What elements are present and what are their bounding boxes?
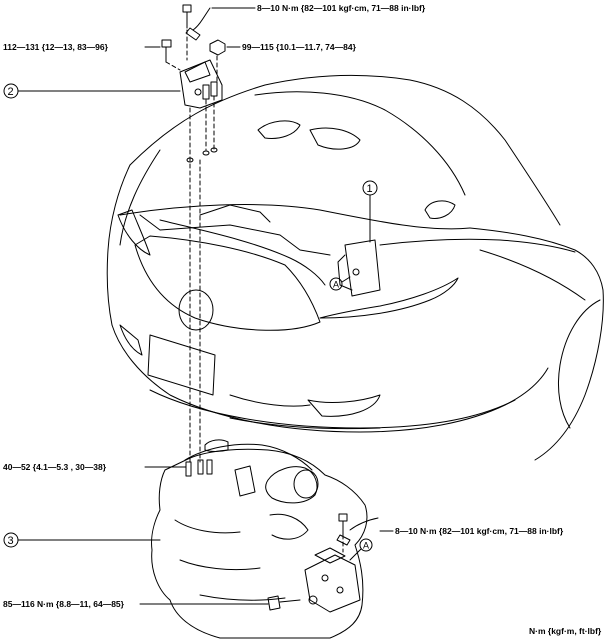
upper-right-nut: [209, 39, 241, 56]
license-plate: [147, 334, 216, 396]
lower-bracket-hole-2: [336, 586, 344, 594]
transaxle-outline: [151, 448, 368, 639]
left-headlight: [117, 209, 151, 256]
lower-right-bolt-head-icon: [338, 513, 348, 522]
engine-bay-panel: [199, 204, 271, 223]
shaft-end: [293, 469, 319, 499]
torque-label-upper-right-nut: 99—115 {10.1—11.7, 74—84}: [242, 42, 356, 52]
lower-right-bolt-assembly: [336, 513, 394, 553]
upper-left-bolt: [144, 39, 172, 63]
lower-ground-strap-icon: [349, 517, 379, 531]
torque-label-upper-left-bolt: 112—131 {12—13, 83—96}: [3, 42, 108, 52]
callout-1-number: 1: [367, 183, 373, 195]
lower-bracket-hole-1: [321, 574, 329, 582]
mount-no2-hole: [194, 88, 202, 96]
emblem: [178, 289, 214, 331]
mount-hole-3: [210, 147, 218, 153]
hood-inner-edge: [254, 91, 466, 196]
mount-no2-stud-2: [210, 81, 218, 97]
top-stud-3-icon: [206, 459, 213, 475]
align-left-bolt: [165, 61, 181, 71]
mount-no2-body: [179, 59, 223, 109]
grille: [134, 235, 321, 331]
leader-ref-a-vehicle: [341, 276, 351, 283]
top-stud-1-icon: [185, 461, 192, 477]
torque-unit-note: N·m {kgf·m, ft·lbf}: [529, 626, 602, 636]
mount-no2-stud-1: [202, 84, 210, 100]
strut-tower-left: [257, 120, 301, 139]
case-detail: [269, 513, 309, 540]
callout-2-circle: [3, 83, 19, 99]
shift-cable-bracket: [234, 465, 256, 497]
top-bolt-head-icon: [182, 4, 192, 13]
mount-no1-bolt: [352, 268, 360, 276]
transaxle-mount-bracket: A: [304, 538, 373, 613]
right-fender: [469, 227, 604, 461]
callout-3-circle: [3, 532, 19, 548]
case-rib-2: [179, 559, 261, 571]
lower-bracket-body: [304, 554, 361, 613]
mount-hole-2: [202, 150, 210, 156]
engine-mount-no2: 2: [3, 59, 223, 109]
reference-a-engine: A: [363, 541, 369, 551]
lower-left-bolt-assembly: [139, 595, 301, 611]
callout-3-number: 3: [8, 535, 14, 547]
input-shaft-housing: [265, 466, 318, 504]
right-body-line: [479, 249, 586, 301]
right-headlight: [319, 277, 459, 319]
ground-terminal-icon: [185, 27, 201, 41]
transaxle-top: [184, 443, 313, 471]
hood-front-edge: [119, 204, 471, 230]
torque-label-engine-studs: 40—52 {4.1—5.3 , 30—38}: [3, 462, 107, 472]
mount-hole-1: [186, 157, 194, 163]
mount-no1-bracket: [337, 254, 353, 291]
transaxle-assembly: 3: [3, 439, 368, 639]
torque-label-lower-left-bolt: 85—116 N·m {8.8—11, 64—85}: [3, 599, 124, 609]
upper-left-bolt-head-icon: [161, 39, 172, 48]
left-fender: [106, 164, 131, 326]
lower-left-bolt-head-icon: [267, 595, 281, 611]
right-wheel-arch: [557, 299, 601, 429]
alignment-lines: [165, 29, 218, 463]
mount-no2-top: [184, 61, 211, 83]
reservoir: [309, 127, 361, 150]
strut-tower-right: [424, 200, 456, 219]
torque-label-top-bolt: 8—10 N·m {82—101 kgf·cm, 71—88 in·lbf}: [257, 3, 426, 13]
case-rib-1: [174, 519, 241, 534]
callout-2-number: 2: [8, 86, 14, 98]
nut-icon: [209, 39, 226, 56]
reference-a-engine-circle: [359, 538, 373, 552]
left-fender-inner: [119, 149, 161, 246]
ground-strap-icon: [192, 7, 211, 31]
engine-bay-left: [139, 214, 331, 256]
bumper-under: [229, 417, 381, 430]
radiator-support: [159, 219, 326, 286]
bumper-vent: [229, 394, 311, 407]
callout-1-circle: [362, 180, 378, 196]
cowl-line: [379, 238, 576, 253]
top-bolt-assembly: [182, 4, 256, 41]
left-fog-light: [119, 324, 143, 356]
leader-ref-a-engine: [349, 548, 362, 561]
lower-bracket-top: [314, 547, 346, 564]
fill-cap: [204, 439, 229, 452]
lower-bracket-nut: [308, 595, 318, 605]
right-fog-light: [307, 394, 381, 417]
vehicle-body: [106, 74, 604, 461]
reference-a-vehicle-circle: [329, 277, 343, 291]
lower-left-bolt-shank: [279, 599, 301, 603]
case-rib-3: [199, 594, 286, 601]
mount-no1-body: [344, 239, 381, 297]
torque-label-lower-right-bolt: 8—10 N·m {82—101 kgf·cm, 71—88 in·lbf}: [395, 526, 564, 536]
reference-a-vehicle: A: [333, 280, 339, 290]
top-stud-2-icon: [197, 459, 204, 475]
engine-mount-no1: 1 A: [329, 180, 381, 297]
lower-ground-terminal-icon: [336, 534, 351, 546]
hood-outline: [129, 74, 561, 226]
